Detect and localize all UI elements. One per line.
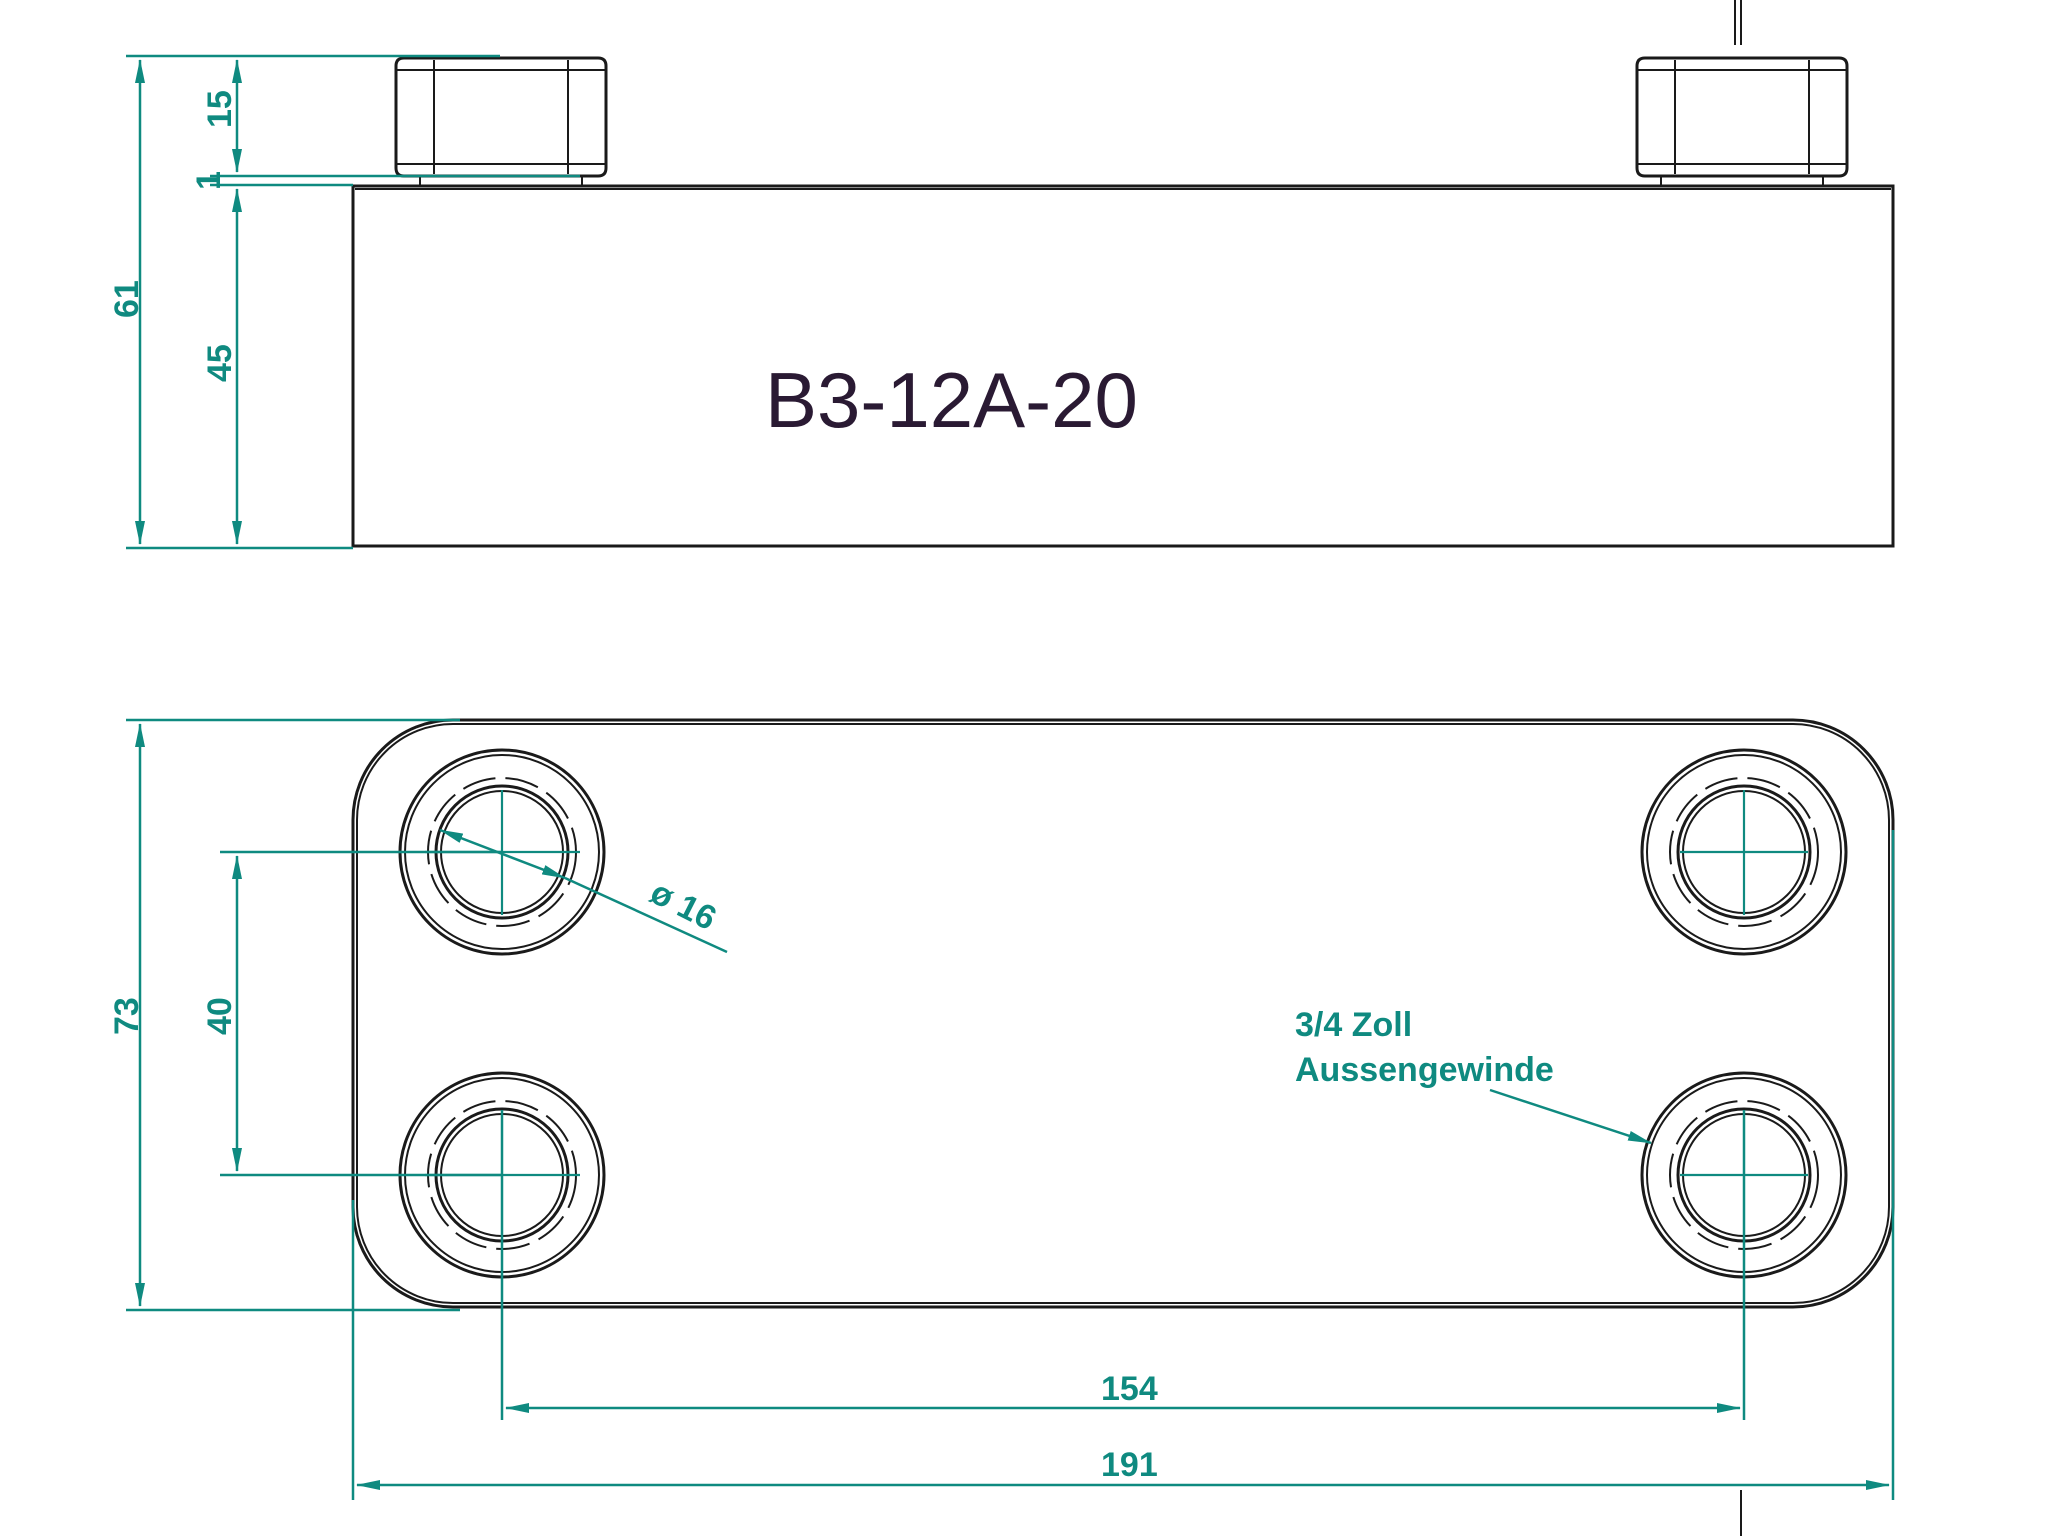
thread-annotation-line2: Aussengewinde bbox=[1295, 1051, 1554, 1089]
exchanger-body-top bbox=[351, 718, 1895, 1309]
left-fitting-side bbox=[394, 56, 608, 187]
top-view: 73 40 ø 16 3/4 Zoll Aussengewinde 154 19… bbox=[108, 718, 1895, 1536]
right-fitting-side bbox=[1635, 56, 1849, 187]
dim-port-diameter-label: ø 16 bbox=[644, 873, 722, 938]
side-view: B3-12A-20 61 15 1 45 bbox=[108, 0, 1895, 550]
thread-annotation-line1: 3/4 Zoll bbox=[1295, 1006, 1412, 1044]
dim-fitting-height-label: 15 bbox=[201, 90, 239, 128]
dim-gasket-label: 1 bbox=[190, 171, 228, 190]
dim-total-height-label: 61 bbox=[108, 280, 146, 318]
dim-overall-length-label: 191 bbox=[1101, 1446, 1158, 1484]
center-marks bbox=[425, 790, 1808, 1177]
dim-body-height-label: 45 bbox=[201, 344, 239, 382]
dim-width-label: 73 bbox=[108, 997, 146, 1035]
dim-port-horizontal-label: 154 bbox=[1101, 1370, 1158, 1408]
dim-port-diameter bbox=[439, 828, 566, 880]
model-label: B3-12A-20 bbox=[765, 356, 1138, 444]
thread-leader bbox=[1489, 1088, 1652, 1145]
dim-port-vertical-label: 40 bbox=[201, 997, 239, 1035]
exchanger-body-side bbox=[351, 184, 1895, 548]
